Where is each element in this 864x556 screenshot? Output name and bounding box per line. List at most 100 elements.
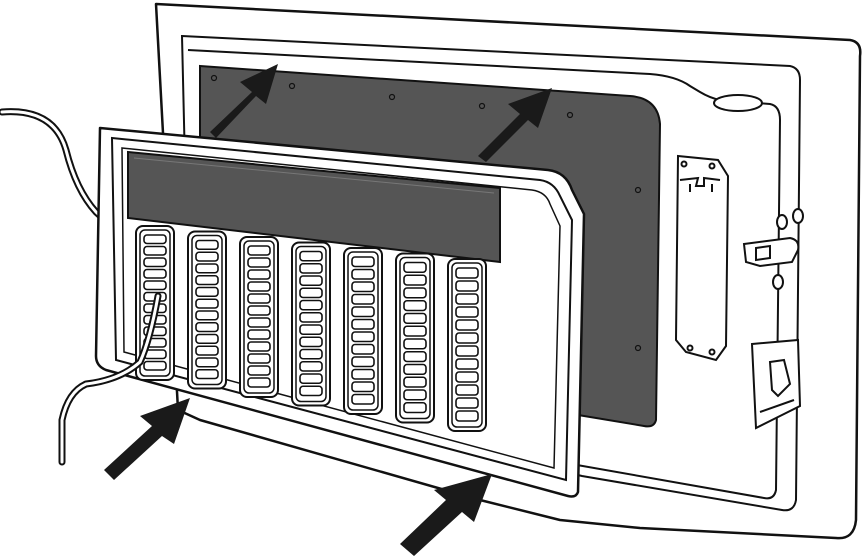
bin-slot xyxy=(299,299,323,311)
bin-slot xyxy=(403,389,427,401)
bin-slot xyxy=(299,311,323,323)
bin-slot xyxy=(351,268,375,280)
power-cable-front xyxy=(58,292,162,466)
bin-slot xyxy=(403,287,427,299)
arrow-lower-left xyxy=(104,398,190,480)
bin-slot xyxy=(195,321,219,333)
bin-slot xyxy=(455,371,479,383)
door-handle-slot xyxy=(750,338,802,430)
oval-recess xyxy=(713,94,763,112)
bin-slot xyxy=(299,348,323,360)
bin-slot xyxy=(195,274,219,286)
bin-slot xyxy=(455,319,479,331)
bin-slot xyxy=(247,353,271,364)
panel-top-window xyxy=(127,150,501,264)
bin-slot xyxy=(247,365,271,376)
bin-slot xyxy=(143,234,167,245)
bin-slot xyxy=(403,299,427,312)
bin-slot xyxy=(299,373,323,385)
bin-column xyxy=(291,241,331,407)
hinge-plate xyxy=(674,154,730,362)
bin-slot xyxy=(299,250,323,262)
direction-arrows-lower xyxy=(104,398,492,556)
arrow-upper-right xyxy=(478,88,552,162)
bin-slot xyxy=(455,267,479,279)
bin-slot xyxy=(247,257,271,268)
bin-slot xyxy=(403,274,427,286)
bin-slot xyxy=(195,286,219,298)
bin-slot xyxy=(247,377,271,388)
bin-slot xyxy=(299,360,323,372)
bin-slot xyxy=(455,332,479,344)
bin-slot xyxy=(299,336,323,348)
bin-slot xyxy=(455,293,479,305)
bin-slot xyxy=(403,312,427,325)
bin-slot xyxy=(403,325,427,337)
direction-arrows-upper xyxy=(210,64,552,162)
bin-slot xyxy=(195,368,219,380)
bin-slot xyxy=(143,268,167,279)
bin-slot xyxy=(247,269,271,280)
bin-slot xyxy=(351,356,375,368)
bin-slot xyxy=(247,329,271,340)
bin-slot xyxy=(351,306,375,318)
bin-slot xyxy=(195,345,219,356)
bin-slot xyxy=(403,376,427,388)
bin-slot xyxy=(195,310,219,321)
bin-slot xyxy=(455,358,479,370)
bin-slot xyxy=(299,287,323,299)
bin-slot xyxy=(351,256,375,268)
bin-slot xyxy=(143,280,167,291)
bin-slot xyxy=(195,251,219,262)
bin-slot xyxy=(351,331,375,343)
storage-bin-columns xyxy=(135,225,487,432)
bin-slot xyxy=(195,263,219,274)
bin-slot xyxy=(455,345,479,357)
arrow-lower-right xyxy=(400,474,492,556)
bin-slot xyxy=(455,306,479,318)
bin-slot xyxy=(351,318,375,330)
bin-slot xyxy=(351,293,375,305)
bin-slot xyxy=(247,281,271,292)
bin-slot xyxy=(195,239,219,251)
bin-slot xyxy=(247,293,271,304)
bin-slot xyxy=(247,341,271,352)
door-opening-gasket xyxy=(199,64,662,428)
bin-slot xyxy=(351,281,375,293)
bin-slot xyxy=(455,397,479,409)
bin-slot xyxy=(195,357,219,368)
bin-slot xyxy=(299,275,323,287)
bin-slot xyxy=(455,384,479,396)
bin-column xyxy=(447,258,487,432)
bin-column xyxy=(239,236,279,398)
bin-slot xyxy=(143,360,167,371)
bin-slot xyxy=(195,298,219,309)
bin-slot xyxy=(299,385,323,397)
bin-slot xyxy=(351,393,375,405)
bin-slot xyxy=(455,280,479,292)
bin-slot xyxy=(143,257,167,268)
bin-slot xyxy=(247,305,271,316)
bin-slot xyxy=(351,381,375,393)
bin-slot xyxy=(247,317,271,328)
bin-slot xyxy=(403,350,427,363)
bin-slot xyxy=(455,410,479,422)
bin-slot xyxy=(195,333,219,345)
bin-slot xyxy=(143,245,167,256)
bin-slot xyxy=(299,262,323,274)
bin-slot xyxy=(351,343,375,355)
bin-slot xyxy=(403,338,427,350)
bin-column xyxy=(187,230,227,390)
bin-slot xyxy=(299,324,323,336)
bin-slot xyxy=(247,245,271,256)
bin-column xyxy=(343,247,383,415)
bin-slot xyxy=(403,363,427,376)
bin-column xyxy=(395,252,435,424)
bin-slot xyxy=(351,368,375,380)
arrow-upper-left xyxy=(210,64,278,138)
bin-slot xyxy=(403,401,427,414)
latch-assembly xyxy=(742,208,804,290)
bin-slot xyxy=(403,261,427,274)
